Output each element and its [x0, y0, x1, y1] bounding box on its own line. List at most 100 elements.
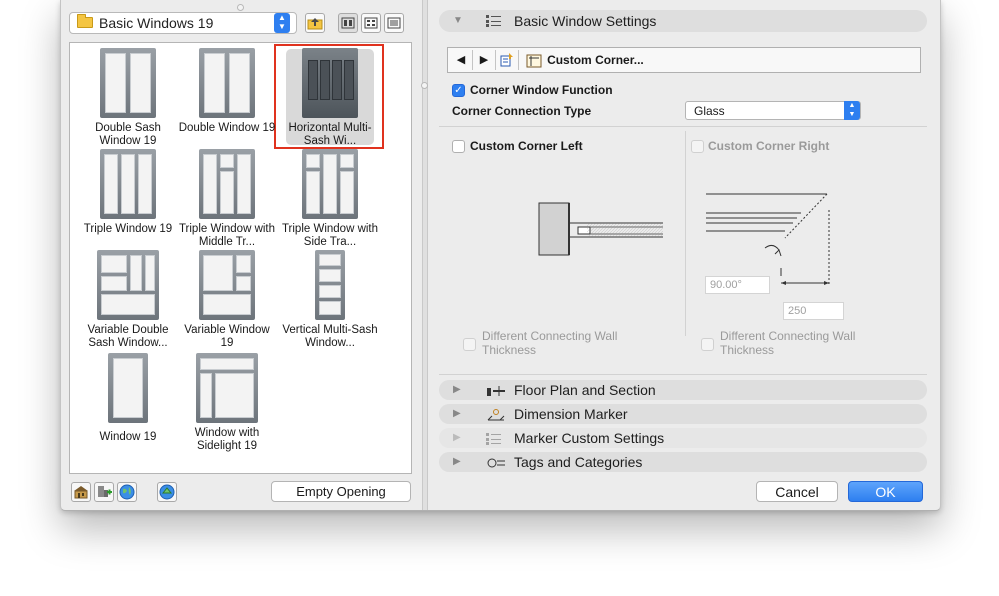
- collapse-triangle-icon: ▼: [453, 15, 463, 26]
- corner-right-diagram: [706, 193, 830, 286]
- horizontal-multi-sash-thumbnail: [302, 48, 358, 118]
- dimension-marker-icon: [487, 409, 505, 421]
- custom-corner-icon: [526, 54, 542, 68]
- library-item[interactable]: Window 19: [78, 353, 178, 444]
- page-navigator: ◀ ▶ Custom Corner...: [447, 47, 921, 73]
- window-settings-dialog: Basic Windows 19 ▲▼: [60, 0, 941, 511]
- library-item[interactable]: Variable Double Sash Window...: [78, 250, 178, 350]
- web-library-download-button[interactable]: [157, 482, 177, 502]
- corner-left-diagram: [538, 202, 663, 256]
- cancel-button[interactable]: Cancel: [756, 481, 838, 502]
- load-library-button[interactable]: [71, 482, 91, 502]
- expand-triangle-icon: ▶: [453, 384, 461, 395]
- page-title-area[interactable]: Custom Corner...: [520, 50, 720, 70]
- connection-type-value: Glass: [694, 104, 725, 118]
- corner-width-field[interactable]: 250: [783, 302, 844, 320]
- section-marker-custom-settings[interactable]: ▶ Marker Custom Settings: [439, 428, 927, 448]
- expand-triangle-icon: ▶: [453, 408, 461, 419]
- floor-plan-icon: [487, 386, 505, 396]
- triple-window-thumbnail: [100, 149, 156, 219]
- item-label: Window with Sidelight 19: [194, 427, 260, 452]
- vertical-multi-sash-thumbnail: [315, 250, 345, 320]
- library-item[interactable]: Triple Window with Middle Tr...: [177, 149, 277, 249]
- page-list-icon: [500, 53, 513, 67]
- marker-settings-icon: [486, 433, 501, 445]
- section-title: Tags and Categories: [514, 454, 643, 470]
- corner-angle-field[interactable]: 90.00°: [705, 276, 770, 294]
- library-item[interactable]: Window with Sidelight 19: [177, 353, 277, 453]
- page-title: Custom Corner...: [547, 53, 644, 67]
- add-library-part-button[interactable]: [94, 482, 114, 502]
- item-label: Double Sash Window 19: [95, 122, 161, 147]
- corner-connection-type-label: Corner Connection Type: [452, 104, 592, 118]
- triple-window-side-transom-thumbnail: [302, 149, 358, 219]
- diff-wall-thickness-left-label: Different Connecting Wall Thickness: [482, 329, 618, 357]
- library-item[interactable]: Double Sash Window 19: [78, 48, 178, 148]
- section-title: Dimension Marker: [514, 406, 628, 422]
- custom-corner-right-checkbox[interactable]: [691, 140, 704, 153]
- section-floor-plan[interactable]: ▶ Floor Plan and Section: [439, 380, 927, 400]
- section-basic-window-settings[interactable]: ▼ Basic Window Settings: [439, 10, 927, 32]
- select-stepper-icon: ▲▼: [844, 101, 860, 120]
- item-label: Triple Window with Middle Tr...: [178, 223, 276, 248]
- divider: [439, 126, 927, 127]
- corner-window-function-checkbox[interactable]: ✓: [452, 84, 465, 97]
- resize-handle-top[interactable]: [237, 4, 244, 11]
- ok-button[interactable]: OK: [848, 481, 923, 502]
- folder-up-icon: [307, 18, 323, 30]
- variable-window-thumbnail: [199, 250, 255, 320]
- expand-triangle-icon: ▶: [453, 456, 461, 467]
- globe-icon: [119, 484, 135, 500]
- empty-opening-button[interactable]: Empty Opening: [271, 481, 411, 502]
- library-item[interactable]: Vertical Multi-Sash Window...: [280, 250, 380, 350]
- view-large-icons-button[interactable]: [338, 13, 358, 33]
- window-settings-icon: [486, 15, 501, 27]
- item-label: Horizontal Multi-Sash Wi...: [288, 122, 372, 147]
- view-small-icons-button[interactable]: [361, 13, 381, 33]
- page-menu-button[interactable]: [496, 50, 519, 70]
- panel-splitter[interactable]: [422, 0, 428, 510]
- small-icons-view-icon: [364, 17, 378, 29]
- resize-handle-middle[interactable]: [421, 82, 428, 89]
- library-item[interactable]: Triple Window with Side Tra...: [280, 149, 380, 249]
- diff-wall-thickness-right-checkbox[interactable]: [701, 338, 714, 351]
- diff-wall-thickness-right-label: Different Connecting Wall Thickness: [720, 329, 856, 357]
- globe-download-icon: [159, 484, 175, 500]
- parent-folder-button[interactable]: [305, 13, 325, 33]
- corner-window-function-label: Corner Window Function: [470, 83, 613, 97]
- next-page-button[interactable]: ▶: [473, 50, 496, 70]
- folder-name: Basic Windows 19: [99, 15, 214, 31]
- item-label: Variable Double Sash Window...: [87, 324, 169, 349]
- divider: [439, 374, 927, 375]
- section-title: Marker Custom Settings: [514, 430, 665, 446]
- item-label: Variable Window 19: [184, 324, 270, 349]
- list-view-icon: [387, 17, 401, 29]
- web-library-button[interactable]: [117, 482, 137, 502]
- selection-outline: [274, 44, 384, 149]
- folder-icon: [77, 14, 93, 28]
- library-item[interactable]: Double Window 19: [177, 48, 277, 135]
- view-list-button[interactable]: [384, 13, 404, 33]
- section-tags-categories[interactable]: ▶ Tags and Categories: [439, 452, 927, 472]
- diff-wall-thickness-left-checkbox[interactable]: [463, 338, 476, 351]
- item-label: Window 19: [99, 431, 157, 443]
- library-item-selected[interactable]: Horizontal Multi-Sash Wi...: [280, 48, 380, 148]
- library-item[interactable]: Triple Window 19: [78, 149, 178, 236]
- custom-corner-left-checkbox[interactable]: [452, 140, 465, 153]
- library-item[interactable]: Variable Window 19: [177, 250, 277, 350]
- library-object-grid: Double Sash Window 19 Double Window 19 H…: [69, 42, 412, 474]
- custom-corner-left-label: Custom Corner Left: [470, 139, 583, 153]
- item-label: Triple Window 19: [83, 223, 173, 235]
- item-label: Vertical Multi-Sash Window...: [282, 324, 378, 349]
- column-divider: [685, 131, 686, 336]
- triple-window-middle-transom-thumbnail: [199, 149, 255, 219]
- section-title: Floor Plan and Section: [514, 382, 656, 398]
- section-dimension-marker[interactable]: ▶ Dimension Marker: [439, 404, 927, 424]
- folder-select-stepper[interactable]: ▲▼: [274, 13, 290, 33]
- prev-page-button[interactable]: ◀: [450, 50, 473, 70]
- item-label: Triple Window with Side Tra...: [281, 223, 379, 248]
- library-building-icon: [74, 486, 88, 499]
- corner-connection-type-select[interactable]: Glass ▲▼: [685, 101, 861, 120]
- library-folder-select[interactable]: Basic Windows 19: [69, 12, 297, 34]
- double-window-thumbnail: [199, 48, 255, 118]
